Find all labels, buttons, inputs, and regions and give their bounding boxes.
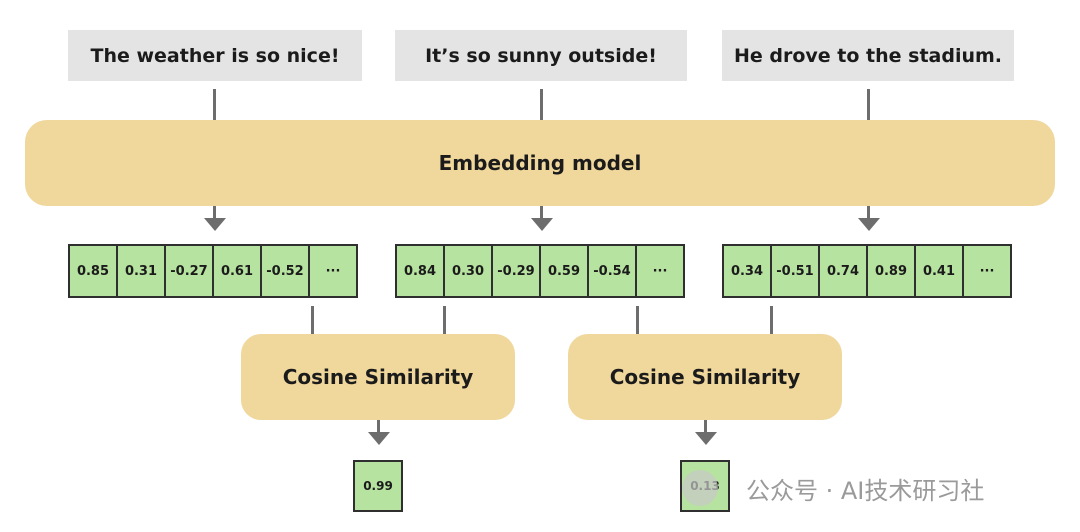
arrow-down-icon (695, 432, 717, 445)
embedding-vector-2: 0.84 0.30 -0.29 0.59 -0.54 ··· (395, 244, 685, 298)
vector-cell: -0.54 (589, 246, 637, 296)
arrow-down-icon (858, 218, 880, 231)
connector-line (770, 306, 773, 334)
vector-cell: 0.41 (916, 246, 964, 296)
cosine-similarity-box-2: Cosine Similarity (568, 334, 842, 420)
arrow-line (704, 420, 707, 434)
embedding-vector-1: 0.85 0.31 -0.27 0.61 -0.52 ··· (68, 244, 358, 298)
vector-cell: -0.29 (493, 246, 541, 296)
watermark-text: 公众号 · AI技术研习社 (746, 476, 985, 505)
connector-line (443, 306, 446, 334)
vector-cell: 0.59 (541, 246, 589, 296)
watermark: 公众号 · AI技术研习社 (682, 470, 985, 506)
vector-cell: 0.30 (445, 246, 493, 296)
vector-cell: 0.74 (820, 246, 868, 296)
arrow-down-icon (368, 432, 390, 445)
wechat-icon (682, 470, 718, 506)
vector-cell: 0.31 (118, 246, 166, 296)
arrow-line (213, 206, 216, 220)
vector-cell: -0.51 (772, 246, 820, 296)
vector-cell-ellipsis: ··· (979, 263, 995, 279)
sentence-3: He drove to the stadium. (722, 30, 1014, 81)
similarity-result-1: 0.99 (353, 460, 403, 512)
connector-line (636, 306, 639, 334)
arrow-line (540, 206, 543, 220)
vector-cell: 0.61 (214, 246, 262, 296)
cosine-similarity-box-1: Cosine Similarity (241, 334, 515, 420)
embedding-vector-3: 0.34 -0.51 0.74 0.89 0.41 ··· (722, 244, 1012, 298)
connector-line (311, 306, 314, 334)
arrow-down-icon (204, 218, 226, 231)
vector-cell-ellipsis: ··· (652, 263, 668, 279)
vector-cell: 0.34 (724, 246, 772, 296)
connector-line (213, 89, 216, 120)
vector-cell-ellipsis: ··· (325, 263, 341, 279)
connector-line (540, 89, 543, 120)
arrow-line (377, 420, 380, 434)
arrow-down-icon (531, 218, 553, 231)
vector-cell: -0.27 (166, 246, 214, 296)
vector-cell: 0.89 (868, 246, 916, 296)
connector-line (867, 89, 870, 120)
arrow-line (867, 206, 870, 220)
sentence-1: The weather is so nice! (68, 30, 362, 81)
sentence-2: It’s so sunny outside! (395, 30, 687, 81)
vector-cell: 0.85 (70, 246, 118, 296)
vector-cell: -0.52 (262, 246, 310, 296)
embedding-model-box: Embedding model (25, 120, 1055, 206)
vector-cell: 0.84 (397, 246, 445, 296)
